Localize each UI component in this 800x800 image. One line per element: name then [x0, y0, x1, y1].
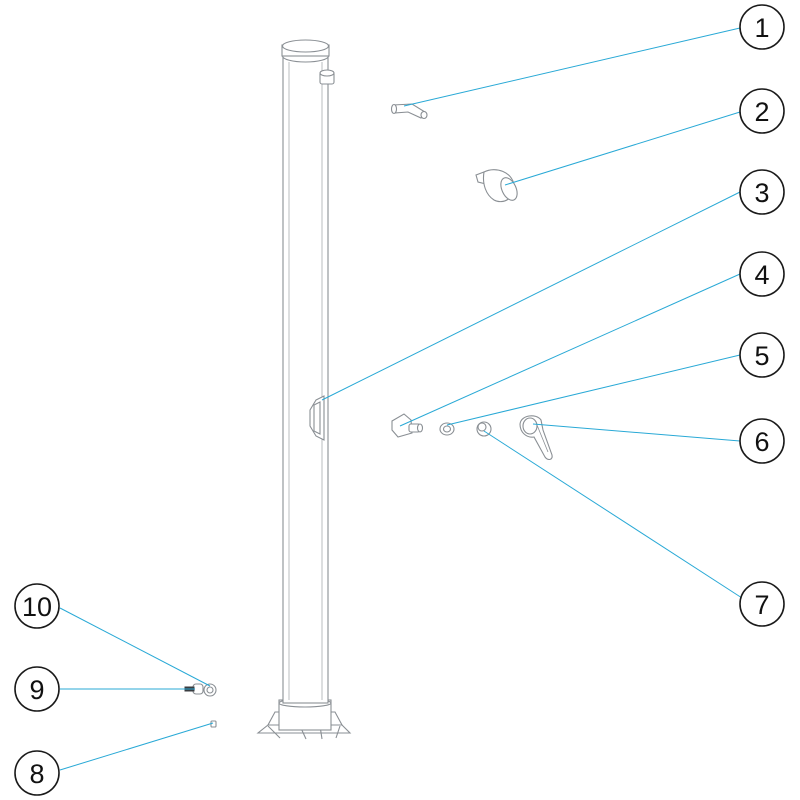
leader-line-1 [403, 27, 741, 107]
leader-line-2 [504, 111, 741, 186]
callout-5-label: 5 [754, 341, 769, 371]
leader-line-6 [532, 423, 741, 442]
callout-9-label: 9 [29, 675, 44, 705]
shower-column [256, 39, 352, 740]
callout-5: 5 [739, 332, 785, 378]
leader-line-3 [321, 191, 741, 401]
callout-2: 2 [739, 88, 785, 134]
callout-10-label: 10 [22, 592, 52, 622]
leader-line-5 [446, 354, 741, 426]
part-2-shower-head [475, 169, 518, 203]
callout-9: 9 [14, 666, 60, 712]
leader-lines [59, 27, 743, 771]
callout-8: 8 [14, 750, 60, 796]
callout-6: 6 [739, 418, 785, 464]
callout-3-label: 3 [754, 178, 769, 208]
callout-7: 7 [739, 581, 785, 627]
part-1-elbow-fitting [390, 103, 428, 120]
leader-line-10 [59, 607, 211, 687]
part-10-ring [203, 683, 217, 697]
callout-7-label: 7 [754, 590, 769, 620]
callout-8-label: 8 [29, 759, 44, 789]
part-8-screw [210, 720, 217, 728]
leader-line-8 [59, 722, 214, 771]
callout-3: 3 [739, 169, 785, 215]
callout-1-label: 1 [754, 13, 769, 43]
part-5-washer [439, 422, 455, 436]
callout-10: 10 [14, 583, 60, 629]
callout-1: 1 [739, 4, 785, 50]
leader-line-4 [399, 273, 741, 427]
part-6-lever-handle [519, 415, 553, 460]
part-7-cap [476, 421, 492, 437]
callout-2-label: 2 [754, 97, 769, 127]
callout-6-label: 6 [754, 427, 769, 457]
callout-4-label: 4 [754, 260, 769, 290]
leader-line-7 [483, 430, 743, 599]
callout-4: 4 [739, 251, 785, 297]
